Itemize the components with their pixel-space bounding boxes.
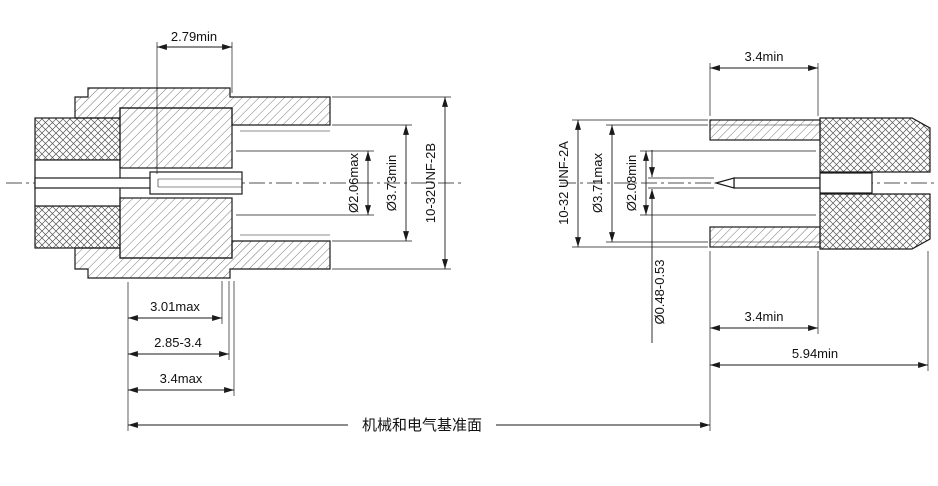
internal-thread-lines xyxy=(240,130,330,236)
left-dim-depth1-label: 3.01max xyxy=(150,299,200,314)
left-view-geometry xyxy=(34,87,331,279)
right-dim-top-label: 3.4min xyxy=(744,49,783,64)
right-dim-bottom1-label: 3.4min xyxy=(744,309,783,324)
rear-body-top xyxy=(819,117,931,173)
socket-slot-lines xyxy=(157,178,242,188)
right-dim-bottom2-label: 5.94min xyxy=(792,346,838,361)
left-dim-depth2-label: 2.85-3.4 xyxy=(154,335,202,350)
pin-rear-contact xyxy=(819,172,873,194)
external-thread-lines xyxy=(710,124,820,243)
cable-braid-top xyxy=(34,117,121,161)
right-dim-pin-dia-label: Ø0.48-0.53 xyxy=(652,259,667,324)
right-view: 3.4min 10-32 UNF-2A Ø3.71max Ø2.08min Ø0… xyxy=(556,49,931,431)
right-view-dimensions: 3.4min 10-32 UNF-2A Ø3.71max Ø2.08min Ø0… xyxy=(556,49,929,431)
baseline-dimension: 机械和电气基准面 xyxy=(128,417,710,434)
reference-plane-label: 机械和电气基准面 xyxy=(362,417,482,434)
pin-tip xyxy=(713,177,735,189)
cable-braid-bottom xyxy=(34,205,121,249)
pin-body xyxy=(733,177,821,189)
insulator-top xyxy=(119,107,233,169)
left-dim-bore-dia-label: Ø3.73min xyxy=(384,155,399,211)
left-view-dimensions: 2.79min Ø2.06max Ø3.73min 10-32UNF-2B 3.… xyxy=(127,29,451,431)
socket-contact xyxy=(149,171,243,195)
left-dim-depth3-label: 3.4max xyxy=(160,371,203,386)
left-view: 2.79min Ø2.06max Ø3.73min 10-32UNF-2B 3.… xyxy=(34,29,451,431)
center-conductor xyxy=(34,177,156,189)
left-thread-callout-label: 10-32UNF-2B xyxy=(423,143,438,223)
barrel-bottom-section xyxy=(709,226,821,248)
right-view-geometry xyxy=(709,117,931,250)
left-dim-socket-dia-label: Ø2.06max xyxy=(346,153,361,213)
right-dim-outer-dia-label: Ø3.71max xyxy=(590,153,605,213)
rear-body-bottom xyxy=(819,193,931,250)
barrel-top-section xyxy=(709,119,821,141)
left-dim-top-label: 2.79min xyxy=(171,29,217,44)
right-thread-callout-label: 10-32 UNF-2A xyxy=(556,141,571,225)
insulator-bottom xyxy=(119,197,233,259)
right-dim-inner-dia-label: Ø2.08min xyxy=(624,155,639,211)
